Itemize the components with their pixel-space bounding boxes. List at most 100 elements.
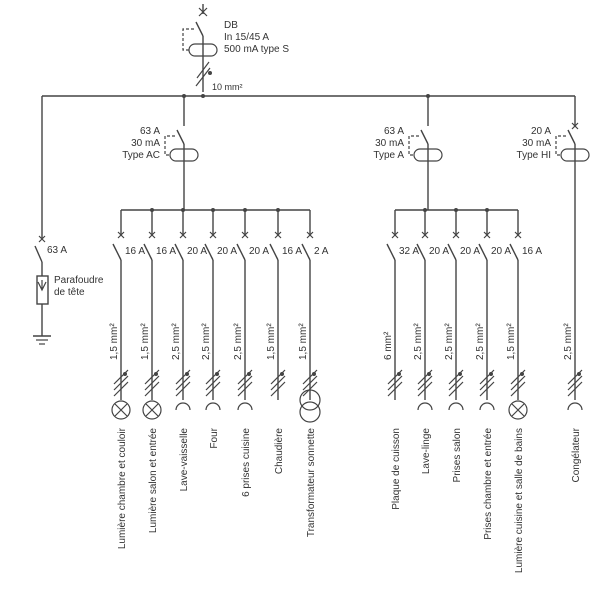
circuit-label: Lumière cuisine et salle de bains xyxy=(514,428,525,573)
cable-section-mark xyxy=(479,369,495,397)
breaker-cross-icon xyxy=(306,231,314,239)
switch-blade xyxy=(269,243,279,261)
cable-section-label: 1,5 mm² xyxy=(298,323,309,360)
circuit: 20 A 2,5 mm² Prises chambre et entrée xyxy=(475,210,511,540)
circuit-rating: 20 A xyxy=(429,246,449,257)
cable-section-label: 2,5 mm² xyxy=(201,323,212,360)
breaker-cross-icon xyxy=(514,231,522,239)
cable-section-mark xyxy=(567,369,583,397)
circuit-label: Lumière chambre et couloir xyxy=(117,427,128,549)
circuit-rating: 16 A xyxy=(282,246,302,257)
circuit: 16 A 1,5 mm² Lumière cuisine et salle de b… xyxy=(506,210,542,573)
main-breaker-label-2: In 15/45 A xyxy=(224,32,269,43)
cable-section-label: 2,5 mm² xyxy=(171,323,182,360)
rcd-link xyxy=(408,135,419,156)
socket-icon xyxy=(448,402,464,411)
switch-blade xyxy=(301,243,311,261)
cable-section-label: 6 mm² xyxy=(383,331,394,360)
circuit-label: Plaque de cuisson xyxy=(391,428,402,510)
rcd-label-1: 20 A xyxy=(531,126,551,137)
breaker-cross-icon xyxy=(421,231,429,239)
main-cable-label: 10 mm² xyxy=(212,82,243,92)
rcd-label-1: 63 A xyxy=(384,126,404,137)
surge-breaker-rating: 63 A xyxy=(47,245,67,256)
rcd-link xyxy=(555,135,566,156)
circuit-label: Lave-linge xyxy=(421,428,432,475)
circuit-label: Prises chambre et entrée xyxy=(483,428,494,540)
rcd-label-3: Type HI xyxy=(517,150,551,161)
cable-section-mark xyxy=(144,369,160,397)
switch-blade xyxy=(174,243,184,261)
switch-blade xyxy=(478,243,488,261)
socket-icon xyxy=(175,402,191,411)
circuit-rating: 16 A xyxy=(522,246,542,257)
ground-icon xyxy=(33,335,51,345)
circuit-label: Four xyxy=(209,427,220,448)
switch-blade xyxy=(204,243,214,261)
circuit-rating: 20 A xyxy=(249,246,269,257)
transformer-icon xyxy=(299,389,321,423)
lamp-icon xyxy=(508,400,528,420)
circuit-label: Transformateur sonnette xyxy=(306,428,317,538)
breaker-cross-icon xyxy=(571,122,579,130)
switch-blade xyxy=(112,243,122,261)
breaker-cross-icon xyxy=(148,231,156,239)
cable-section-mark xyxy=(417,369,433,397)
rcd-label-2: 30 mA xyxy=(375,138,404,149)
cable-section-mark xyxy=(387,369,403,397)
rcd-label-2: 30 mA xyxy=(131,138,160,149)
circuit-rating: 20 A xyxy=(460,246,480,257)
surge-label-1: Parafoudre xyxy=(54,275,104,286)
main-breaker-label-3: 500 mA type S xyxy=(224,44,289,55)
rcd-label-3: Type A xyxy=(373,150,404,161)
cable-section-mark xyxy=(302,369,318,397)
cable-section-mark xyxy=(448,369,464,397)
cable-section-mark xyxy=(270,369,286,397)
cable-section-mark xyxy=(205,369,221,397)
socket-icon xyxy=(479,402,495,411)
rcd-link xyxy=(164,135,175,156)
circuit: 32 A 6 mm² Plaque de cuisson xyxy=(383,210,419,510)
breaker-cross-icon xyxy=(274,231,282,239)
circuit-rating: 20 A xyxy=(491,246,511,257)
socket-icon xyxy=(417,402,433,411)
switch-blade xyxy=(236,243,246,261)
rcd-label-3: Type AC xyxy=(122,150,160,161)
arrow-icon xyxy=(37,280,47,292)
circuit-label: Congélateur xyxy=(571,427,582,482)
circuit-rating: 32 A xyxy=(399,246,419,257)
switch-blade xyxy=(509,243,519,261)
cable-section-mark xyxy=(237,369,253,397)
switch-blade xyxy=(447,243,457,261)
rcd-label-2: 30 mA xyxy=(522,138,551,149)
circuit-rating: 2 A xyxy=(314,246,329,257)
breaker-cross-icon xyxy=(38,235,46,243)
cable-section-label: 1,5 mm² xyxy=(266,323,277,360)
circuit-rating: 16 A xyxy=(156,246,176,257)
breaker-cross-icon xyxy=(452,231,460,239)
circuit-label: Lave-vaisselle xyxy=(179,428,190,492)
circuit-label: Chaudière xyxy=(274,428,285,475)
main-breaker: DB In 15/45 A 500 mA type S 10 mm² xyxy=(182,4,289,92)
circuit: 16 A 1,5 mm² Chaudière xyxy=(266,210,302,474)
lamp-icon xyxy=(111,400,131,420)
breaker-cross-icon xyxy=(209,231,217,239)
lamp-icon xyxy=(142,400,162,420)
cable-section-label: 1,5 mm² xyxy=(506,323,517,360)
breaker-cross-icon xyxy=(241,231,249,239)
cable-section-label: 2,5 mm² xyxy=(563,323,574,360)
cable-section-mark xyxy=(195,61,212,87)
cable-section-mark xyxy=(510,369,526,397)
breaker-cross-icon xyxy=(117,231,125,239)
cable-section-label: 2,5 mm² xyxy=(475,323,486,360)
cable-section-label: 1,5 mm² xyxy=(109,323,120,360)
circuit: 2 A 1,5 mm² Transformateur sonnette xyxy=(298,210,329,537)
